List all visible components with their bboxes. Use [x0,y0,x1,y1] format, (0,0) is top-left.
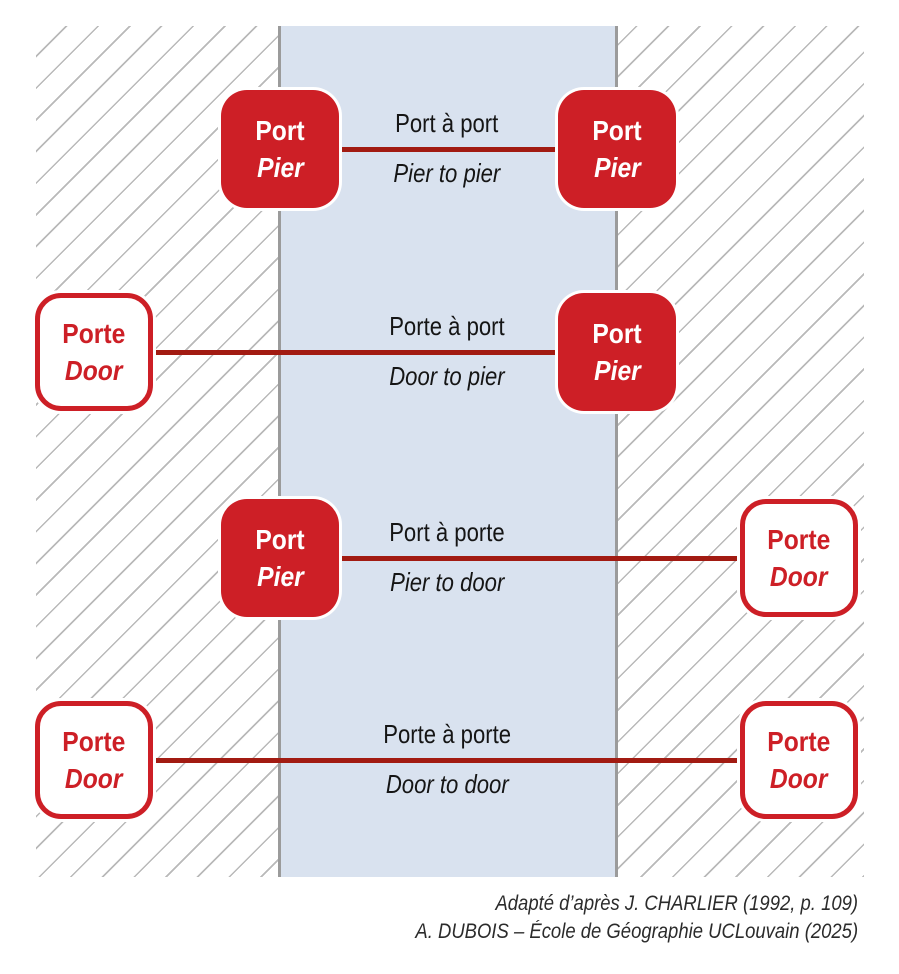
node-porte-door: Porte Door [35,701,153,819]
credit-line-author: A. DUBOIS – École de Géographie UCLouvai… [415,920,858,943]
node-port-pier: Port Pier [221,90,339,208]
attribution: Adapté d’après J. CHARLIER (1992, p. 109… [355,890,858,946]
link-label-en: Pier to door [389,567,505,597]
node-porte-door: Porte Door [35,293,153,411]
link-label-fr: Porte à porte [383,719,511,749]
link-label-fr: Port à port [395,108,499,138]
link-label-en: Door to pier [389,361,505,391]
link-line-door-to-pier [94,350,617,355]
link-line-door-to-door [94,758,799,763]
node-port-pier: Port Pier [221,499,339,617]
node-port-pier: Port Pier [558,293,676,411]
link-label-fr: Porte à port [389,311,505,341]
link-label-en: Pier to pier [393,158,501,188]
node-porte-door: Porte Door [740,701,858,819]
node-port-pier: Port Pier [558,90,676,208]
link-label-en: Door to door [385,769,509,799]
link-label-fr: Port à porte [389,517,505,547]
credit-line-source: Adapté d’après J. CHARLIER (1992, p. 109… [495,892,858,915]
link-line-port-to-port [280,147,617,152]
node-porte-door: Porte Door [740,499,858,617]
link-line-pier-to-door [280,556,799,561]
